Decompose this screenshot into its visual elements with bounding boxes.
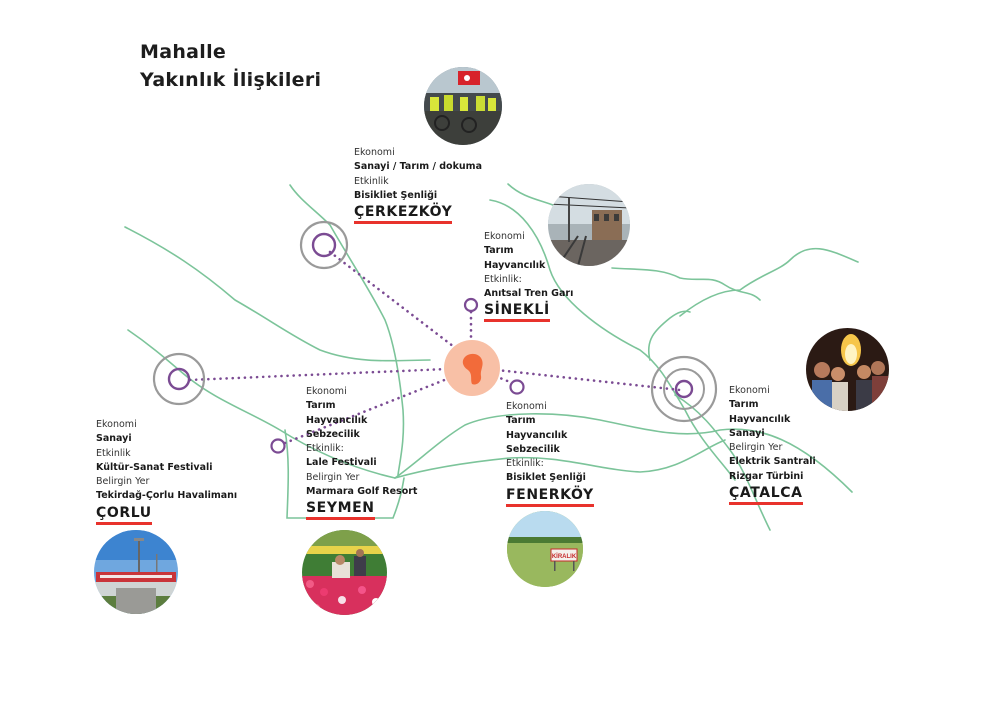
- road: [648, 310, 691, 361]
- road: [611, 267, 761, 301]
- info-value: Kültür-Sanat Festivali: [96, 461, 213, 473]
- info-value: Hayvancılık: [506, 429, 568, 441]
- road: [124, 226, 431, 362]
- info-label: Etkinlik: [96, 447, 131, 459]
- marker-seymen: [270, 438, 286, 454]
- info-value: Hayvancılık: [484, 259, 546, 271]
- info-label: Etkinlik:: [306, 443, 344, 455]
- info-value: Tarım: [729, 399, 759, 411]
- info-value: Sanayi: [729, 427, 765, 439]
- link-cerkezkoy: [328, 250, 464, 355]
- road: [394, 439, 726, 479]
- info-value: Sanayi: [96, 433, 132, 445]
- photo-seymen-tulip-field: [302, 530, 387, 615]
- info-value: Hayvancılık: [306, 414, 368, 426]
- marker-catalca: [650, 355, 718, 423]
- info-value: Anıtsal Tren Garı: [484, 288, 574, 300]
- marker-sinekli: [463, 297, 479, 313]
- info-value: Hayvancılık: [729, 413, 791, 425]
- info-label: Ekonomi: [506, 401, 547, 412]
- proximity-links: [188, 250, 682, 445]
- photo-catalca-fire-festival: [806, 328, 889, 411]
- center-shape: [462, 353, 483, 385]
- town-name-corlu: ÇORLU: [96, 505, 152, 525]
- town-name-seymen: SEYMEN: [306, 500, 375, 521]
- link-corlu: [188, 367, 450, 382]
- sign-text: KİRALIK: [552, 553, 577, 560]
- info-value: Tarım: [306, 400, 336, 412]
- info-value: Elektrik Santrali: [729, 456, 816, 468]
- road: [489, 199, 736, 481]
- info-label: Belirgin Yer: [96, 476, 150, 488]
- town-markers: [152, 220, 718, 454]
- photo-fenerkoy-field: KİRALIK: [507, 511, 583, 587]
- info-value: Sebzecilik: [306, 428, 360, 440]
- info-value: Tarım: [506, 415, 536, 427]
- link-seymen: [283, 375, 454, 445]
- marker-corlu: [152, 352, 206, 406]
- info-value: Sebzecilik: [506, 443, 560, 455]
- info-label: Ekonomi: [306, 386, 347, 397]
- map-title: Mahalle Yakınlık İlişkileri: [140, 38, 321, 94]
- title-line-1: Mahalle: [140, 41, 227, 63]
- marker-cerkezkoy: [299, 220, 349, 270]
- info-value: Lale Festivali: [306, 457, 377, 469]
- info-value: Rizgar Türbini: [729, 470, 804, 482]
- road: [284, 429, 405, 519]
- photo-corlu-airport: [94, 530, 178, 614]
- info-label: Ekonomi: [354, 147, 395, 158]
- info-label: Belirgin Yer: [306, 471, 360, 483]
- info-value: Marmara Golf Resort: [306, 486, 418, 498]
- road: [679, 247, 859, 317]
- photo-cerkezkoy-bicycle-festival: [424, 67, 502, 145]
- info-value: Bisikliet Şenliği: [354, 189, 438, 201]
- road: [394, 413, 853, 493]
- road-network: [124, 183, 859, 531]
- town-name-cerkezkoy: ÇERKEZKÖY: [354, 204, 453, 225]
- info-value: Sanayi / Tarım / dokuma: [354, 161, 482, 173]
- info-label: Etkinlik:: [506, 458, 544, 470]
- marker-fenerkoy: [509, 379, 525, 395]
- info-value: Tarım: [484, 245, 514, 257]
- town-name-sinekli: SİNEKLİ: [484, 302, 550, 323]
- info-label: Ekonomi: [729, 385, 770, 396]
- info-label: Etkinlik:: [484, 273, 522, 285]
- road: [127, 329, 396, 479]
- info-label: Belirgin Yer: [729, 442, 783, 454]
- link-fenerkoy: [488, 372, 512, 384]
- title-line-2: Yakınlık İlişkileri: [140, 69, 322, 91]
- info-label: Etkinlik: [354, 175, 389, 187]
- info-label: Ekonomi: [484, 231, 525, 242]
- link-catalca: [495, 368, 682, 392]
- info-label: Ekonomi: [96, 419, 137, 430]
- info-value: Tekirdağ-Çorlu Havalimanı: [96, 490, 238, 502]
- town-name-fenerkoy: FENERKÖY: [506, 487, 594, 507]
- center-neighbourhood-marker: [444, 340, 500, 396]
- info-value: Bisiklet Şenliği: [506, 472, 586, 484]
- road: [289, 184, 405, 476]
- photo-sinekli-train-station: [548, 184, 630, 266]
- town-name-catalca: ÇATALCA: [729, 485, 803, 506]
